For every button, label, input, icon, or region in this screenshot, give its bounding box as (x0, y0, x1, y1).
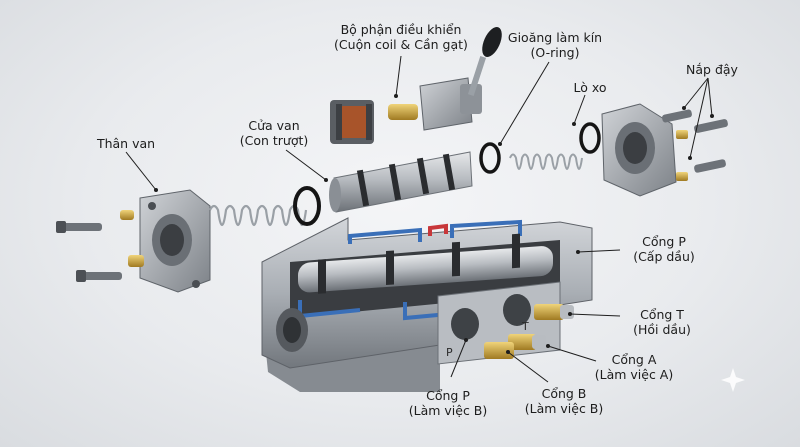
left-spring (209, 204, 308, 227)
label-port-a-line2: (Làm việc A) (594, 367, 674, 382)
label-cua-van: Cửa van (Con trượt) (232, 118, 316, 148)
label-cong-p-cap-dau: Cổng P (Cấp dầu) (624, 234, 704, 264)
label-port-p-work-line1: Cổng P (426, 388, 470, 403)
label-spool-line2: (Con trượt) (239, 133, 309, 148)
label-port-p-work-line2: (Làm việc B) (408, 403, 488, 418)
label-cong-b: Cổng B (Làm việc B) (518, 386, 610, 416)
label-port-t-line2: (Hồi dầu) (633, 322, 691, 337)
leader-dots (154, 94, 714, 354)
left-end-cap (139, 189, 211, 293)
right-bolts (662, 109, 728, 181)
exploded-spool (329, 151, 473, 213)
label-spool-line1: Cửa van (248, 118, 300, 133)
label-cong-t: Cổng T (Hồi dầu) (622, 307, 702, 337)
label-spring-line1: Lò xo (573, 80, 607, 95)
right-end-cap (601, 103, 677, 197)
port-mark-p: P (446, 346, 453, 359)
lever-assembly (419, 27, 502, 131)
label-bo-phan-dieu-khien: Bộ phận điều khiển (Cuộn coil & Cần gạt) (326, 22, 476, 52)
label-cong-p-lam-viec: Cổng P (Làm việc B) (402, 388, 494, 418)
label-nap-day: Nắp đậy (676, 62, 748, 77)
port-t-hole (503, 294, 531, 326)
label-control-unit-line2: (Cuộn coil & Cần gạt) (334, 37, 468, 52)
port-p-hole (451, 308, 479, 340)
label-seal-line1: Gioăng làm kín (507, 30, 603, 45)
spool-in-body (298, 233, 553, 294)
label-seal-line2: (O-ring) (530, 45, 580, 60)
fitting-t (534, 304, 574, 320)
label-port-p-supply-line2: (Cấp dầu) (633, 249, 695, 264)
label-cong-a: Cổng A (Làm việc A) (588, 352, 680, 382)
right-o-ring (479, 142, 501, 174)
left-bolts (56, 210, 144, 282)
label-cover-line1: Nắp đậy (686, 62, 738, 77)
label-than-van: Thân van (86, 136, 166, 151)
label-port-b-line2: (Làm việc B) (524, 401, 604, 416)
label-gioang-lam-kin: Gioăng làm kín (O-ring) (500, 30, 610, 60)
coil-assembly (330, 100, 418, 144)
port-mark-t: T (521, 320, 529, 333)
label-lo-xo: Lò xo (560, 80, 620, 95)
label-port-t-line1: Cổng T (640, 307, 684, 322)
fitting-a (508, 334, 546, 350)
left-o-ring (293, 186, 321, 226)
sparkle-icon (721, 368, 745, 392)
label-port-a-line1: Cổng A (611, 352, 657, 367)
right-spring (509, 153, 583, 170)
label-control-unit-line1: Bộ phận điều khiển (340, 22, 462, 37)
label-than-van-line1: Thân van (96, 136, 156, 151)
leader-lines (125, 55, 713, 383)
far-right-o-ring (579, 122, 601, 154)
label-port-p-supply-line1: Cổng P (642, 234, 686, 249)
label-port-b-line1: Cổng B (541, 386, 587, 401)
fitting-b (484, 342, 514, 359)
